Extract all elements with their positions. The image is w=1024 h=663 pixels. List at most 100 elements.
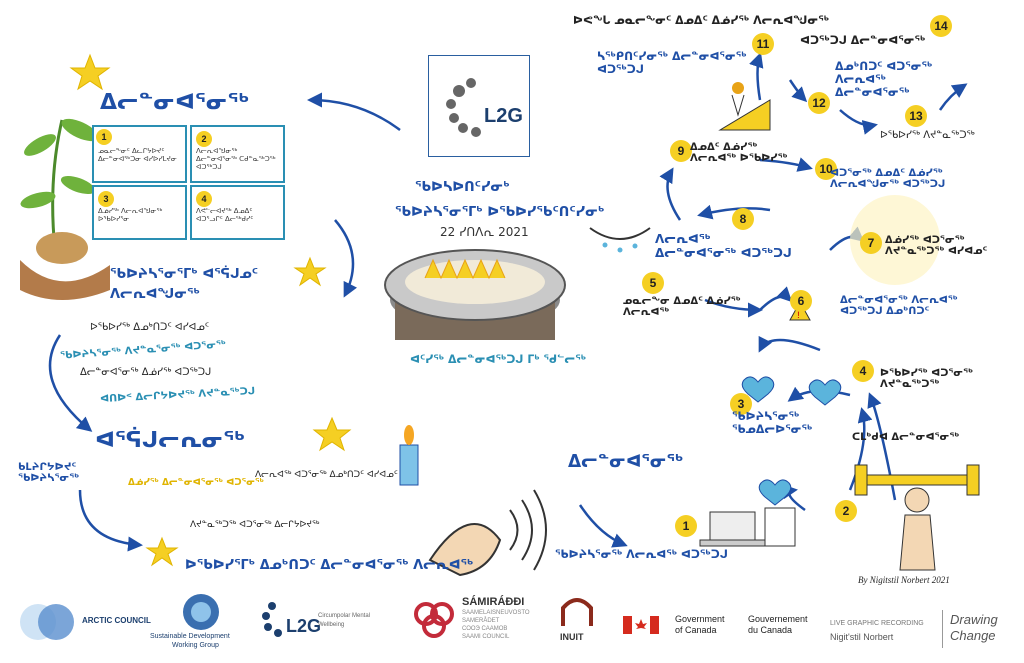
right-top-line-2: ᐊᑐᖅᑐᒍ ᐃᓕᓐᓂᐊᕐᓂᖅ	[800, 34, 926, 47]
arrow	[938, 83, 968, 111]
footer-logos: ARCTIC COUNCIL Sustainable Development W…	[0, 588, 1024, 663]
sun-icon	[850, 195, 940, 285]
number-10: 10	[815, 158, 837, 180]
box-4-text: ᐱᕙᓪᓕᐊᔪᖅ ᐃᓄᐃᑦ ᐊᑐᕐᓗᒋᑦ ᐃᓕᖅᑯᓯᑦ	[196, 207, 254, 223]
box-3-text: ᐃᓅᓯᖅ ᐱᓕᕆᐊᖑᓂᖅ ᐅᖃᐅᓯᕐᓂ	[98, 207, 163, 223]
l2g-footer-text: L2G	[286, 616, 322, 636]
heart-icon	[741, 376, 775, 403]
arrow	[659, 167, 682, 221]
drawing-change-2: Change	[950, 628, 996, 643]
saami-line-3: СООЭ СААМОВ	[462, 626, 508, 632]
n11-text: ᓴᖅᑭᑎᑦᓯᓂᖅ ᐃᓕᓐᓂᐊᕐᓂᖅ ᐊᑐᖅᑐᒍ	[597, 50, 747, 76]
laptop-icon	[699, 507, 796, 547]
arrow	[78, 489, 143, 552]
dark-note: ᐱᔪᓐᓇᖅᑐᖅ ᐊᑐᕐᓂᖅ ᐃᓕᒋᔭᐅᔪᖅ	[190, 520, 320, 530]
qulliq-lamp-illustration	[384, 249, 566, 340]
box-3: 3 ᐃᓅᓯᖅ ᐱᓕᕆᐊᖑᓂᖅ ᐅᖃᐅᓯᕐᓂ	[92, 185, 187, 240]
center-date: 22 ᓯᑎᐱᕆ 2021	[440, 225, 529, 239]
saami-line-2: SAMERÅDET	[462, 618, 500, 624]
number-11: 11	[752, 33, 774, 55]
inuit-text: INUIT	[560, 632, 584, 642]
arrow	[839, 109, 878, 135]
box-2: 2 ᐱᓕᕆᐊᖑᓂᖅ ᐃᓕᓐᓂᐊᕐᓂᖅ ᑕᑯᓐᓇᖅᑐᖅ ᐊᑐᖅᑐᒍ	[190, 125, 285, 183]
number-14: 14	[930, 15, 952, 37]
gc-en-2: of Canada	[675, 625, 717, 635]
flow-line-3: ᐃᓕᓐᓂᐊᕐᓂᖅ ᐃᓅᓯᖅ ᐊᑐᖅᑐᒍ	[80, 367, 212, 378]
canada-flag-icon	[623, 616, 659, 634]
flow-line-1: ᐅᖃᐅᓯᖅ ᐃᓄᒃᑎᑐᑦ ᐊᓯᐊᓄᑦ	[90, 322, 210, 333]
arctic-council-logo-icon	[20, 604, 74, 640]
star-icon	[312, 416, 352, 452]
heart-icon	[758, 479, 792, 506]
number-6: 6	[790, 290, 812, 312]
l2g-logo-icon: L2G	[446, 78, 523, 137]
sdwg-text-1: Sustainable Development	[150, 633, 230, 640]
artist-signature: By Nigitstil Norbert 2021	[858, 575, 950, 585]
arrow	[307, 92, 401, 132]
number-8: 8	[732, 208, 754, 230]
arrow	[759, 157, 813, 172]
n8-text: ᐱᓕᕆᐊᖅ ᐃᓕᓐᓂᐊᕐᓂᖅ ᐊᑐᖅᑐᒍ	[655, 232, 792, 260]
box-4: 4 ᐱᕙᓪᓕᐊᔪᖅ ᐃᓄᐃᑦ ᐊᑐᕐᓗᒋᑦ ᐃᓕᖅᑯᓯᑦ	[190, 185, 285, 240]
svg-text:!: !	[797, 310, 800, 321]
center-caption: ᐊᑦᓯᖅ ᐃᓕᓐᓂᐊᖅᑐᒍ ᒥᒃ ᖁᓪᓕᖅ	[410, 353, 587, 366]
gc-fr-1: Gouvernement	[748, 614, 808, 624]
speaking-face-illustration	[428, 489, 547, 577]
box-1-text: ᓄᓇᓕᖕᓂᑦ ᐃᓚᒋᔭᐅᔪᑦ ᐃᓕᓐᓂᐊᖅᑐᓂ ᐊᓯᐅᓯᒪᔪᓂ	[98, 147, 177, 163]
center-title-1: ᖃᐅᓴᐅᑎᑦᓯᓂᒃ	[415, 180, 510, 195]
left-subheading: ᖃᐅᔨᓴᕐᓂᕐᒥᒃ ᐊᕐᕌᒍᓄᑦ ᐱᓕᕆᐊᖑᓂᖅ	[110, 267, 259, 302]
saami-title: SÁMIRÁÐÐI	[462, 596, 525, 608]
arrow	[848, 407, 873, 491]
star-icon	[69, 53, 111, 91]
center-title-2: ᖃᐅᔨᓴᕐᓂᕐᒥᒃ ᐅᖃᐅᓯᖃᑦᑎᑦᓯᓂᒃ	[395, 205, 605, 220]
number-12: 12	[808, 92, 830, 114]
artist-name: Nigit'stil Norbert	[830, 632, 894, 642]
number-13: 13	[905, 105, 927, 127]
arrow	[759, 286, 793, 311]
closed-eye-icon	[589, 227, 651, 240]
arrow	[788, 79, 808, 103]
sdwg-logo-icon	[183, 594, 219, 630]
n3-text: ᖃᐅᔨᓴᕐᓂᖅ ᖃᓄᐃᓕᐅᕐᓂᖅ	[732, 410, 813, 436]
sdwg-text-2: Working Group	[172, 642, 219, 649]
number-7: 7	[860, 232, 882, 254]
arrow	[578, 504, 628, 548]
star-icon	[293, 256, 327, 287]
number-2: 2	[835, 500, 857, 522]
n12-text: ᐃᓄᒃᑎᑐᑦ ᐊᑐᕐᓂᖅ ᐱᓕᕆᐊᖅ ᐃᓕᓐᓂᐊᕐᓂᖅ	[835, 60, 933, 99]
number-1: 1	[675, 515, 697, 537]
live-graphic-recording: LIVE GRAPHIC RECORDING	[830, 620, 924, 627]
arrow	[48, 334, 93, 432]
number-4: 4	[852, 360, 874, 382]
arrow	[749, 52, 764, 101]
arrow	[758, 335, 821, 353]
left-heading: ᐃᓕᓐᓂᐊᕐᓂᖅ	[100, 90, 250, 115]
yellow-line: ᐃᓅᓯᖅ ᐃᓕᓐᓂᐊᕐᓂᖅ ᐊᑐᕐᓂᖅ	[128, 478, 264, 488]
gc-fr-2: du Canada	[748, 625, 793, 635]
n5-text: ᓄᓇᓕᖕᓂ ᐃᓄᐃᑦ ᐃᓅᓯᖅ ᐱᓕᕆᐊᖅ	[623, 296, 741, 318]
drawing-change-1: Drawing	[950, 612, 998, 627]
left-note: ᑲᒪᔨᒋᔭᐅᔪᑦ ᖃᐅᔨᓴᕐᓂᖅ	[18, 462, 80, 484]
n10-text: ᐊᑐᕐᓂᖅ ᐃᓄᐃᑦ ᐃᓅᓯᖅ ᐱᓕᕆᐊᖑᓂᖅ ᐊᑐᖅᑐᒍ	[830, 168, 946, 190]
gc-en-1: Government	[675, 614, 725, 624]
arrow	[334, 219, 358, 298]
right-top-line: ᐅᕙᖓ ᓄᓇᓕᖕᓂᑦ ᐃᓄᐃᑦ ᐃᓅᓯᖅ ᐱᓕᕆᐊᖑᓂᖅ	[573, 14, 830, 27]
n1-text: ᖃᐅᔨᓴᕐᓂᖅ ᐱᓕᕆᐊᖅ ᐊᑐᖅᑐᒍ	[555, 548, 728, 561]
right-heading: ᐃᓕᓐᓂᐊᕐᓂᖅ	[568, 452, 684, 472]
l2g-logo-box: L2G	[428, 55, 530, 157]
star-icon	[145, 536, 179, 567]
divider	[942, 610, 943, 648]
l2g-footer-icon	[262, 602, 282, 637]
heart-icon	[808, 379, 842, 406]
arctic-council-text: ARCTIC COUNCIL	[82, 616, 151, 625]
arrow	[704, 298, 763, 318]
number-9: 9	[670, 140, 692, 162]
n13-text: ᐅᖃᐅᓯᖅ ᐱᔪᓐᓇᖅᑐᖅ	[880, 130, 975, 141]
weightlifter-illustration	[854, 464, 980, 571]
n4-text: ᐅᖃᐅᓯᖅ ᐊᑐᕐᓂᖅ ᐱᔪᓐᓇᖅᑐᖅ	[880, 368, 974, 390]
mid-note: ᐱᓕᕆᐊᖅ ᐊᑐᕐᓂᖅ ᐃᓄᒃᑎᑐᑦ ᐊᓯᐊᓄᑦ	[255, 470, 398, 480]
box-1: 1 ᓄᓇᓕᖕᓂᑦ ᐃᓚᒋᔭᐅᔪᑦ ᐃᓕᓐᓂᐊᖅᑐᓂ ᐊᓯᐅᓯᒪᔪᓂ	[92, 125, 187, 183]
inuit-logo-icon	[561, 598, 593, 626]
number-5: 5	[642, 272, 664, 294]
bottom-line: ᐅᖃᐅᓯᕐᒥᒃ ᐃᓄᒃᑎᑐᑦ ᐃᓕᓐᓂᐊᕐᓂᖅ ᐱᓕᕆᐊᖅ	[185, 558, 474, 573]
